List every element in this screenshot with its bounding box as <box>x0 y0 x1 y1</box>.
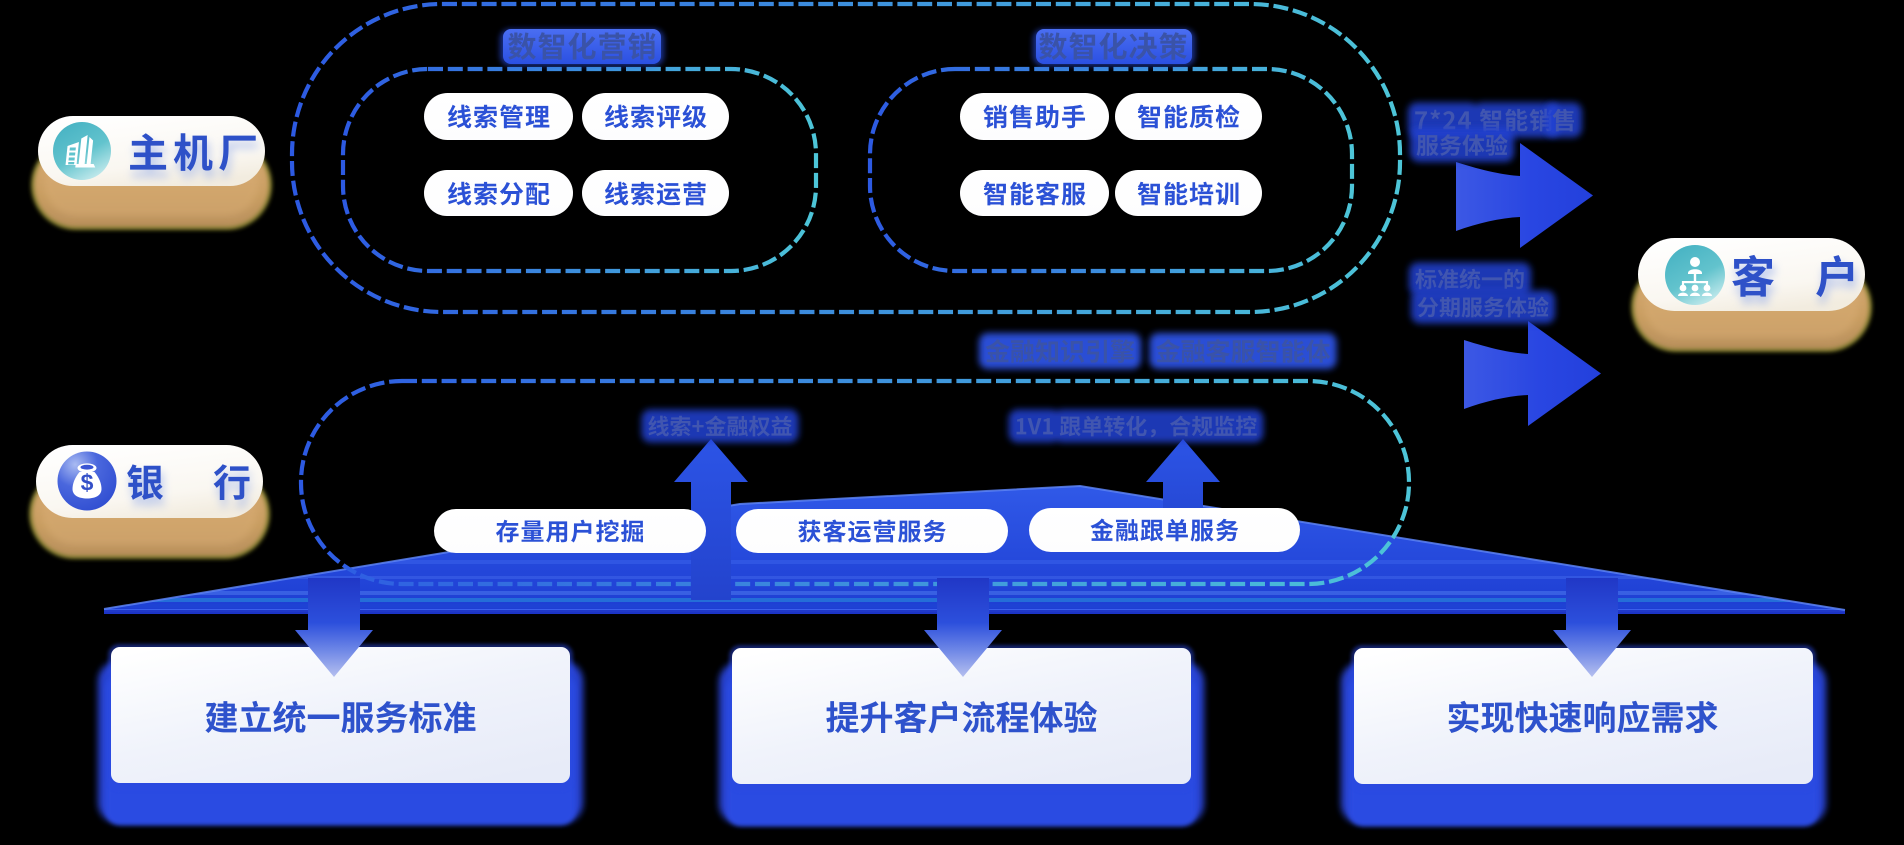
svg-text:$: $ <box>81 470 94 496</box>
